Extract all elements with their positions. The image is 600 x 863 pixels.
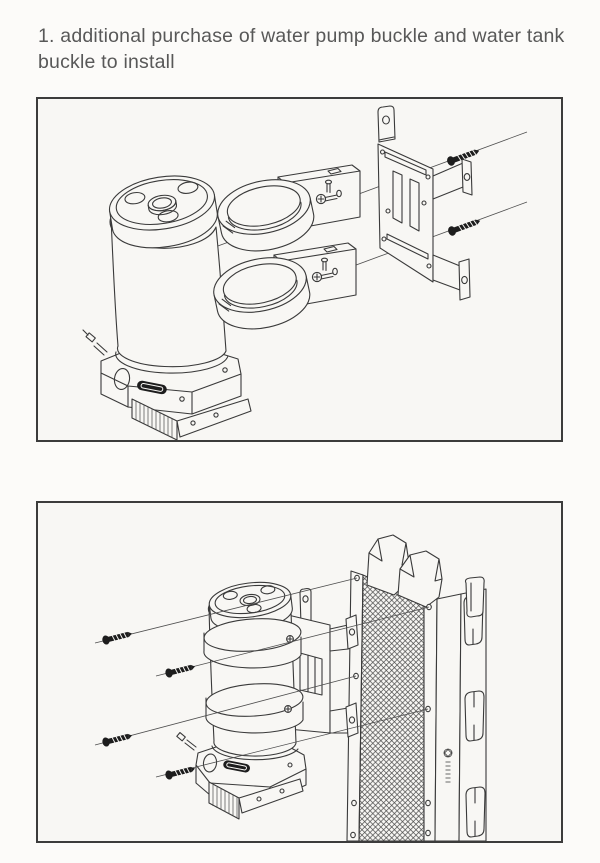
figure-pump-buckle-exploded (36, 97, 563, 442)
screw-3 (100, 730, 134, 748)
mounting-bracket (377, 105, 473, 301)
tank-buckle-band-2 (205, 683, 304, 734)
radiator-core-mesh (358, 574, 425, 841)
radiator (346, 534, 487, 841)
figure-pump-mounted-radiator (36, 501, 563, 843)
exploded-view-drawing (82, 105, 528, 440)
screw-1 (100, 628, 134, 646)
pump-assembly (176, 581, 359, 820)
assembly-leader-lines (94, 577, 430, 778)
tank-buckle-2 (208, 242, 357, 338)
brand-logo-icon (443, 748, 453, 783)
installation-drawing (94, 534, 487, 841)
screw-2 (163, 661, 197, 679)
screw-4 (163, 763, 197, 781)
page-title: 1. additional purchase of water pump buc… (38, 25, 565, 73)
reservoir-pump-drawing (82, 175, 252, 440)
reservoir-cap (208, 581, 293, 632)
reservoir-cap (108, 175, 218, 249)
screw-2 (446, 215, 483, 238)
